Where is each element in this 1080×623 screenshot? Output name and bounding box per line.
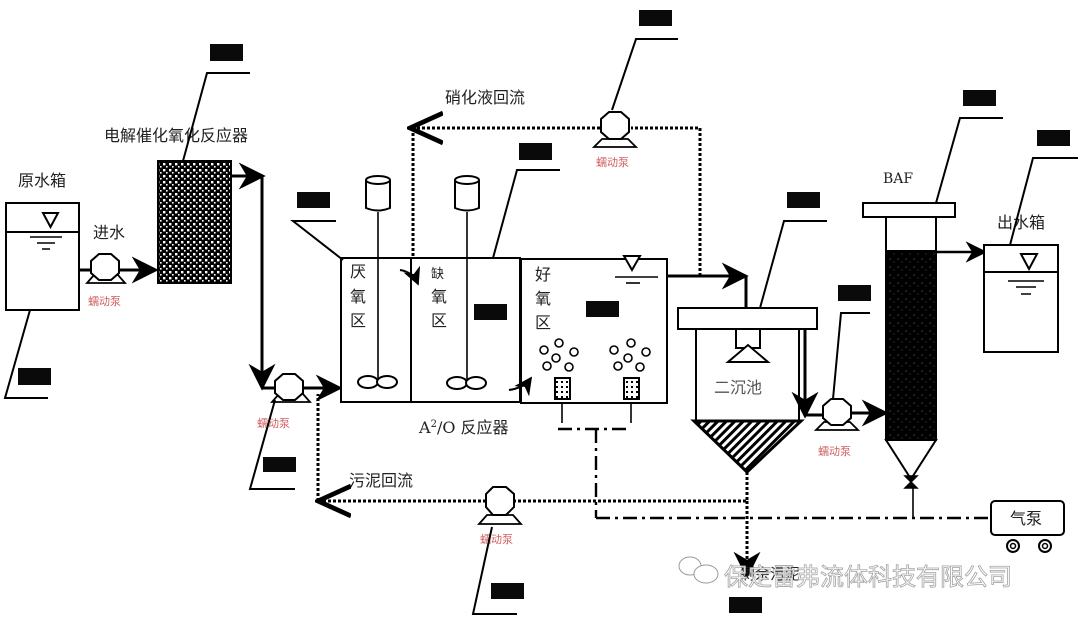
callout-ecat-reactor: [182, 44, 250, 162]
effluent-tank-label: 出水箱: [997, 213, 1045, 232]
air-pump-label: 气泵: [1010, 509, 1042, 528]
callout-clarifier: [759, 192, 827, 309]
aerobic-zone: [520, 258, 668, 404]
ecat-reactor: [157, 160, 232, 284]
aeration-bubbles-icon: [539, 338, 651, 372]
mixer-anaerobic-icon: [357, 175, 398, 389]
valve-icon: [903, 475, 919, 489]
a2o-reactor: 厌 氧 区 缺 氧 区 好 氧 区: [340, 175, 668, 437]
zone-anoxic-1: 缺: [431, 267, 444, 282]
callout-effluent-tank: [1009, 130, 1078, 246]
callout-sludge-pump: [471, 526, 524, 615]
pump-label: 蠕动泵: [257, 417, 290, 430]
clarifier-label: 二沉池: [714, 378, 762, 397]
secondary-clarifier: 二沉池: [677, 307, 818, 475]
peristaltic-pump-baf: 蠕动泵: [813, 398, 861, 458]
diffuser-icon: [623, 377, 640, 400]
peristaltic-pump-nitrate: 蠕动泵: [591, 111, 639, 169]
diffuser-icon: [554, 377, 571, 400]
peristaltic-pump-sludge: 蠕动泵: [476, 486, 524, 546]
callout-raw-tank: [3, 309, 51, 399]
watermark: 保定雷弗流体科技有限公司: [678, 556, 1012, 591]
callout-nitrate-pump: [611, 10, 678, 111]
peristaltic-pump-inlet: 蠕动泵: [85, 253, 127, 308]
zone-aerobic-3: 区: [535, 313, 551, 332]
zone-aerobic-2: 氧: [535, 289, 551, 308]
callout-feed-pump: [248, 399, 296, 490]
excess-sludge-label: 剩余污泥: [740, 565, 800, 583]
nitrate-recycle-label: 硝化液回流: [445, 88, 525, 107]
raw-tank-label: 原水箱: [18, 171, 66, 190]
mixer-anoxic-icon: [446, 175, 487, 390]
water-level-icon: [1019, 253, 1039, 272]
ecat-reactor-label: 电解催化氧化反应器: [104, 126, 248, 145]
raw-water-tank: 原水箱: [5, 171, 80, 311]
sludge-hopper: [690, 419, 805, 475]
effluent-tank: 出水箱: [983, 213, 1059, 353]
anoxic-zone: [410, 257, 521, 403]
peristaltic-pump-feed: 蠕动泵: [257, 373, 312, 430]
pump-label: 蠕动泵: [88, 295, 121, 308]
baf-label: BAF: [883, 171, 913, 187]
water-level-icon: [622, 255, 642, 273]
callout-anoxic: [492, 143, 560, 259]
callout-baf-pump: [832, 285, 871, 400]
callout-baf: [935, 90, 1003, 204]
baf-column: BAF: [862, 171, 956, 489]
zone-aerobic-1: 好: [535, 265, 551, 284]
zone-anaerobic-1: 厌: [350, 262, 366, 281]
water-level-icon: [41, 212, 60, 230]
watermark-text: 保定雷弗流体科技有限公司: [724, 563, 1012, 591]
callout-anaerobic: [290, 192, 344, 261]
pump-label: 蠕动泵: [480, 533, 513, 546]
a2o-reactor-label: A2/O 反应器: [418, 418, 509, 437]
wechat-icon: [678, 556, 719, 584]
pump-label: 蠕动泵: [596, 156, 629, 169]
air-supply-line: [558, 427, 990, 520]
sludge-recycle-label: 污泥回流: [349, 471, 413, 490]
pump-label: 蠕动泵: [818, 445, 851, 458]
zone-anaerobic-3: 区: [350, 311, 366, 330]
zone-anaerobic-2: 氧: [350, 287, 366, 306]
zone-anoxic-2: 氧: [431, 287, 447, 306]
redacted-label: [18, 368, 51, 385]
inlet-label: 进水: [93, 223, 125, 242]
air-pump: 气泵: [990, 500, 1065, 553]
redacted-label: [729, 597, 762, 613]
zone-anoxic-3: 区: [431, 311, 447, 330]
